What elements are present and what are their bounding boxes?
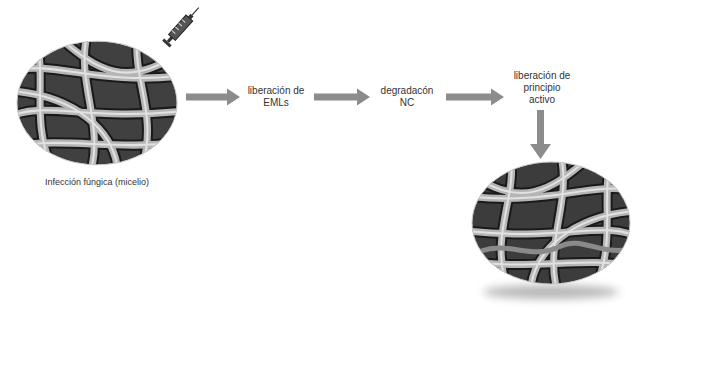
image-node: Infección fúngica (micelio)	[16, 40, 178, 188]
flow-arrow	[446, 89, 504, 106]
caption: Infección fúngica (micelio)	[16, 177, 178, 188]
mycelium-image	[16, 40, 178, 166]
text-node: degradacón NC	[376, 85, 438, 109]
flow-arrow	[314, 89, 370, 106]
text-node: liberación de EMLs	[246, 85, 306, 109]
step-label: liberación de EMLs	[246, 85, 306, 109]
down-arrow	[530, 110, 551, 159]
syringe-icon	[162, 4, 202, 47]
step-label: liberación de principio activo	[510, 70, 574, 106]
shadow	[483, 285, 619, 299]
mycelium-image	[466, 156, 636, 286]
flow-arrow	[186, 89, 240, 106]
text-node: liberación de principio activo	[510, 70, 574, 106]
step-label: degradacón NC	[376, 85, 438, 109]
